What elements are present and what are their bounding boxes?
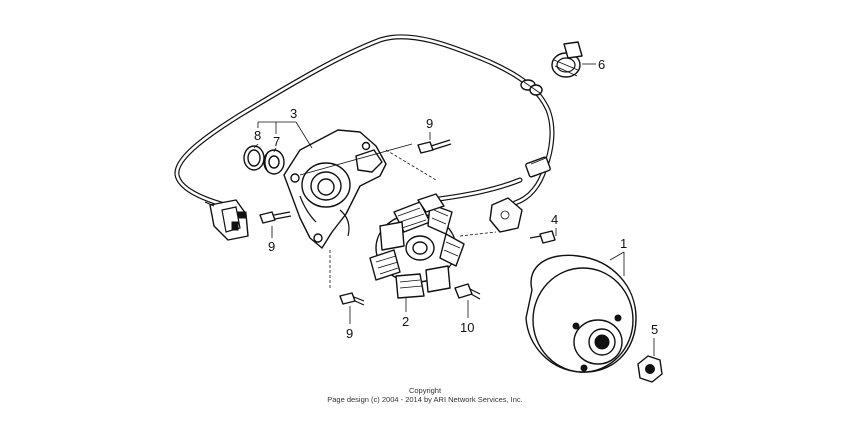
copyright-line-1: Copyright: [408, 386, 442, 395]
callout-5: 5: [651, 322, 658, 337]
harness-clamp: [551, 41, 583, 78]
stator-base-plate: [283, 129, 387, 249]
copyright-footer: Copyright Page design (c) 2004 - 2014 by…: [0, 386, 850, 404]
callout-9-lower: 9: [346, 326, 353, 341]
screw-pickup: [529, 230, 556, 244]
pickup-coil: [489, 197, 523, 233]
leader-lines: [253, 63, 655, 356]
callout-2: 2: [402, 314, 409, 329]
bolt-stator: [454, 283, 481, 300]
flywheel-nut: [637, 355, 663, 383]
callout-6: 6: [598, 57, 605, 72]
callout-3: 3: [290, 106, 297, 121]
oil-seal: [263, 149, 285, 175]
callout-9-left: 9: [268, 239, 275, 254]
bolt-lower-left: [339, 292, 365, 306]
harness-connector-right: [525, 156, 551, 178]
callout-10: 10: [460, 320, 474, 335]
flywheel-rotor: [525, 254, 637, 373]
callout-4: 4: [551, 212, 558, 227]
copyright-line-2: Page design (c) 2004 - 2014 by ARI Netwo…: [327, 395, 523, 404]
callout-8: 8: [254, 128, 261, 143]
callout-7: 7: [273, 134, 280, 149]
o-ring: [243, 145, 265, 171]
wire-coupler: [204, 199, 249, 241]
callout-9-upper: 9: [426, 116, 433, 131]
bolt-left: [259, 211, 292, 224]
callout-1: 1: [620, 236, 627, 251]
wire-harness: [174, 34, 555, 233]
bolt-upper: [417, 139, 452, 154]
harness-grommet: [520, 79, 543, 96]
stator-coil: [369, 193, 465, 299]
